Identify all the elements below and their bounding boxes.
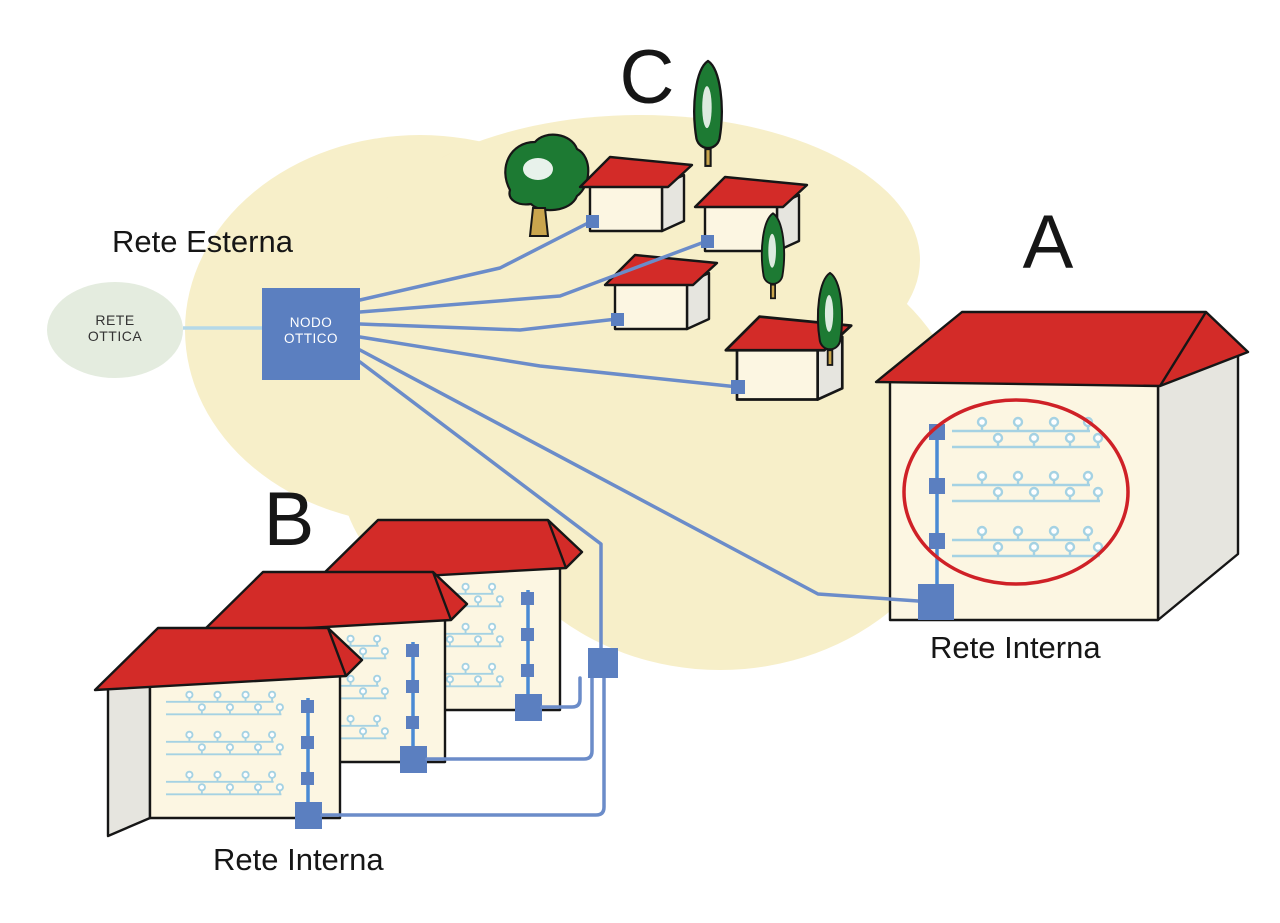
optical-network-label-line2: OTTICA	[88, 328, 142, 344]
cable-to-house-2	[358, 239, 709, 314]
zone-c-label: C	[620, 35, 675, 120]
house-connector-4	[731, 380, 745, 394]
floor-connector-a3	[929, 533, 945, 549]
cable-from-building-b3	[320, 676, 606, 817]
cable-from-building-b1	[540, 676, 582, 709]
house-connector-3	[611, 313, 624, 326]
zone-a-label: A	[1023, 200, 1074, 285]
tree-deciduous	[504, 133, 590, 237]
cable-to-house-3	[358, 317, 619, 332]
internal-network-label-a: Rete Interna	[930, 630, 1101, 665]
zone-b-label: B	[264, 477, 315, 562]
cable-to-house-4	[358, 335, 740, 389]
house-connector-2	[701, 235, 714, 248]
house-connectors	[586, 215, 745, 394]
optical-node-box	[262, 288, 360, 380]
cable-to-junction-b	[358, 360, 603, 652]
optical-node-label-line1: NODO	[290, 315, 333, 330]
floor-connector-a2	[929, 478, 945, 494]
house-connector-1	[586, 215, 599, 228]
junction-box-b	[588, 648, 618, 678]
optical-node-label-line2: OTTICO	[284, 331, 338, 346]
external-network-label: Rete Esterna	[112, 224, 294, 259]
cable-to-house-1	[358, 219, 594, 302]
optical-network-label-line1: RETE	[95, 312, 134, 328]
cable-from-building-b2	[425, 676, 594, 761]
building-b-3	[95, 628, 362, 836]
cable-to-building-a	[358, 348, 920, 603]
distribution-lines	[358, 219, 920, 652]
optical-network-ellipse	[47, 282, 183, 378]
b-collector-lines	[320, 676, 606, 817]
building-connector-a	[918, 584, 954, 620]
internal-network-highlight	[902, 398, 1130, 586]
building-a	[874, 310, 1250, 622]
internal-network-label-b: Rete Interna	[213, 842, 384, 877]
